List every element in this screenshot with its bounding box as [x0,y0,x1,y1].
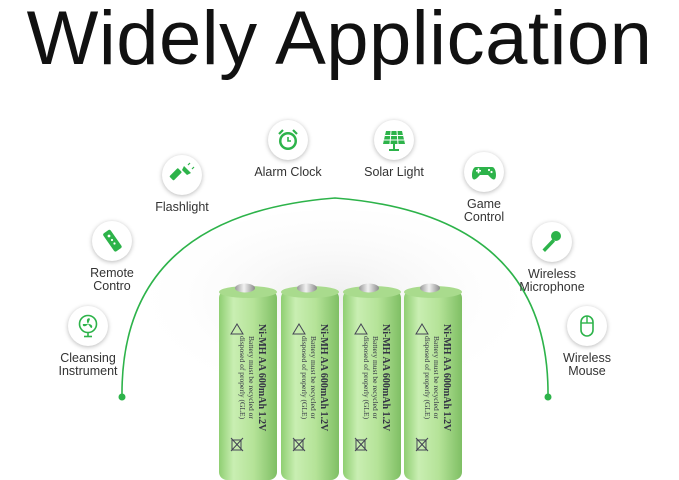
app-alarm-clock: Alarm Clock [250,120,326,179]
page-title: Widely Application [26,0,653,81]
recycle-icon [292,323,306,335]
battery-recycle-note: Battery must be recycled or [432,336,441,419]
gamepad-icon [464,152,504,192]
remote-control-icon [92,221,132,261]
recycle-icon [354,323,368,335]
app-label: Remote [90,266,134,280]
battery-4: Ni-MH AA 600mAh 1.2V Battery must be rec… [404,283,462,480]
battery-1: Ni-MH AA 600mAh 1.2V Battery must be rec… [219,283,277,480]
microphone-icon [532,222,572,262]
solar-panel-icon [374,120,414,160]
battery-spec: Ni-MH AA 600mAh 1.2V [441,324,452,432]
trash-crossed-icon [354,437,368,452]
app-flashlight: Flashlight [148,155,216,214]
battery-dispose-note: disposed of properly (GLE) [238,336,247,420]
battery-spec: Ni-MH AA 600mAh 1.2V [318,324,329,432]
app-label: Cleansing [60,351,116,365]
alarm-clock-icon [268,120,308,160]
app-label: Wireless [528,267,576,281]
app-label: Mouse [568,364,606,378]
trash-crossed-icon [292,437,306,452]
app-label: Flashlight [155,200,209,214]
battery-recycle-note: Battery must be recycled or [371,336,380,419]
trash-crossed-icon [230,437,244,452]
app-solar-light: Solar Light [356,120,432,179]
battery-dispose-note: disposed of properly (GLE) [423,336,432,420]
app-label: Control [463,210,505,224]
app-label: Game [466,197,502,211]
trash-crossed-icon [415,437,429,452]
app-label: Solar Light [364,165,424,179]
battery-recycle-note: Battery must be recycled or [247,336,256,419]
battery-spec: Ni-MH AA 600mAh 1.2V [380,324,391,432]
recycle-icon [230,323,244,335]
battery-recycle-note: Battery must be recycled or [309,336,318,419]
app-label: Microphone [519,280,585,294]
battery-3: Ni-MH AA 600mAh 1.2V Battery must be rec… [343,283,401,480]
battery-spec: Ni-MH AA 600mAh 1.2V [256,324,267,432]
recycle-icon [415,323,429,335]
battery-dispose-note: disposed of properly (GLE) [362,336,371,420]
battery-dispose-note: disposed of properly (GLE) [300,336,309,420]
app-label: Wireless [563,351,611,365]
app-label: Alarm Clock [254,165,322,179]
mouse-icon [567,306,607,346]
app-label: Instrument [58,364,118,378]
app-label: Contro [93,279,131,293]
flashlight-icon [162,155,202,195]
battery-2: Ni-MH AA 600mAh 1.2V Battery must be rec… [281,283,339,480]
fan-icon [68,306,108,346]
